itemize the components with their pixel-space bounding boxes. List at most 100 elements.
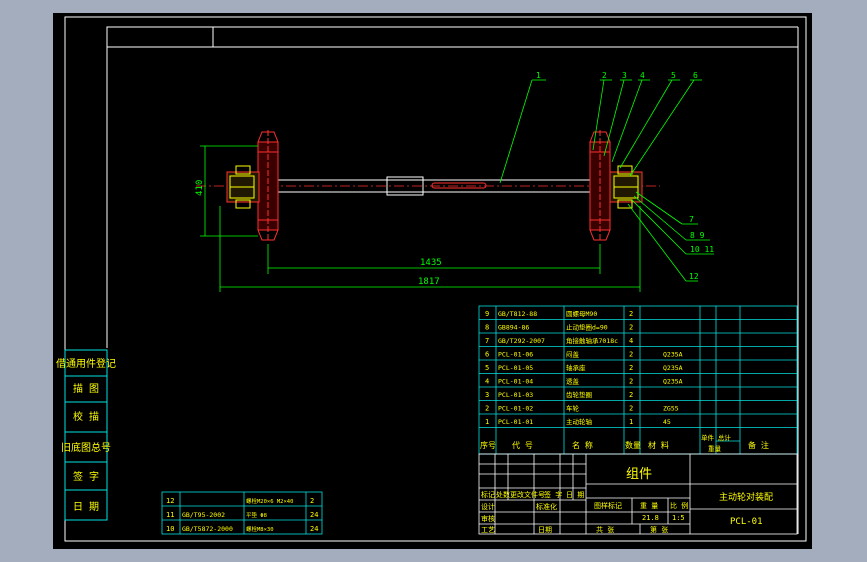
- shaft-keyway: [431, 182, 487, 189]
- part-qty: 2: [629, 310, 633, 318]
- tb-stage: 图样标记: [594, 501, 622, 510]
- part-code: PCL-01-01: [498, 418, 533, 426]
- balloon-10-11: 10 11: [690, 245, 714, 254]
- title-block-grid: [478, 453, 798, 535]
- part-material: ZG55: [663, 405, 679, 413]
- fastener-list-rows: 12 螺栓M20×6 M2×40 2 11 GB/T95-2002 平垫 Φ8 24 10 GB…: [166, 497, 318, 533]
- fastener-code: GB/T5872-2000: [182, 525, 233, 533]
- tb-check: 审核: [481, 514, 495, 523]
- tb-process: 工艺: [481, 526, 495, 534]
- part-no: 4: [485, 378, 489, 386]
- balloon-12: 12: [689, 272, 699, 281]
- tb-approve: 日期: [538, 526, 552, 534]
- part-qty: 2: [629, 405, 633, 413]
- part-code: PCL-01-03: [498, 391, 533, 399]
- tb-weight-value: 21.8: [642, 514, 659, 522]
- fastener-no: 10: [166, 525, 174, 533]
- balloon-7: 7: [689, 215, 694, 224]
- fastener-name: 螺栓M8×30: [246, 525, 274, 533]
- part-code: PCL-01-05: [498, 364, 533, 372]
- part-code: GB/T292-2007: [498, 337, 545, 345]
- fastener-qty: 24: [310, 511, 318, 519]
- part-no: 1: [485, 418, 489, 426]
- side-label-4: 签 字: [73, 470, 99, 483]
- part-no: 8: [485, 324, 489, 332]
- part-no: 7: [485, 337, 489, 345]
- part-name: 车轮: [566, 404, 580, 413]
- title-block-text: 标记 处数 更改文件号 签 字 日 期 设计 标准化 审核 工艺 日期 图样标记…: [481, 467, 773, 534]
- part-code: PCL-01-06: [498, 351, 533, 359]
- part-name: 透盖: [566, 377, 580, 386]
- part-qty: 2: [629, 378, 633, 386]
- fastener-no: 11: [166, 511, 174, 519]
- right-bearing-housing: [609, 165, 643, 209]
- fastener-no: 12: [166, 497, 174, 505]
- tb-sign: 签 字: [544, 490, 562, 499]
- side-label-column: [64, 349, 108, 521]
- tb-design: 设计: [481, 502, 495, 511]
- part-code: GB/T812-88: [498, 310, 537, 318]
- balloon-4: 4: [640, 71, 645, 80]
- balloon-2: 2: [602, 71, 607, 80]
- tb-std: 标准化: [536, 502, 557, 511]
- part-name: 主动轮轴: [566, 417, 593, 426]
- fastener-name: 螺栓M20×6 M2×40: [246, 497, 293, 505]
- drawing-border: [64, 16, 807, 542]
- part-code: GB894-86: [498, 324, 529, 332]
- part-qty: 4: [629, 337, 633, 345]
- side-label-5: 日 期: [73, 501, 99, 513]
- part-name: 齿轮垫圈: [566, 390, 592, 399]
- left-wheel: [257, 130, 279, 242]
- part-no: 9: [485, 310, 489, 318]
- balloon-labels: 1 2 3 4 5 6 7 8 9 10 11 12: [536, 71, 714, 281]
- balloon-8-9: 8 9: [690, 231, 705, 240]
- tb-group: 组件: [626, 467, 652, 482]
- fastener-qty: 2: [310, 497, 314, 505]
- tb-date: 日 期: [566, 491, 584, 499]
- header-qty: 数量: [625, 440, 641, 450]
- tb-weight: 重 量: [640, 502, 658, 510]
- dimension-texts: 410 1435 1817: [195, 180, 442, 287]
- part-qty: 2: [629, 391, 633, 399]
- balloon-1: 1: [536, 71, 541, 80]
- tb-scale: 比 例: [670, 501, 688, 510]
- part-name: 轴承座: [566, 363, 586, 372]
- header-weight: 重量: [708, 445, 722, 453]
- shaft-assembly: [196, 130, 660, 242]
- tb-mark: 标记: [481, 490, 495, 499]
- side-label-3: 旧底图总号: [61, 441, 111, 454]
- tb-sheet2: 第 张: [650, 525, 668, 534]
- tb-sheet: 共 张: [596, 525, 614, 534]
- header-name: 名 称: [572, 440, 593, 450]
- part-no: 6: [485, 351, 489, 359]
- part-material: Q235A: [663, 351, 683, 359]
- leader-lines: [499, 79, 714, 282]
- dim-1817: 1817: [418, 277, 440, 287]
- side-label-0: 借通用件登记: [56, 357, 116, 370]
- part-no: 3: [485, 391, 489, 399]
- header-code: 代 号: [512, 440, 533, 450]
- side-label-2: 校 描: [73, 410, 99, 423]
- tb-count: 处数: [496, 490, 510, 499]
- left-bearing-housing: [226, 165, 260, 209]
- shaft-collar: [386, 176, 424, 196]
- part-no: 2: [485, 405, 489, 413]
- tb-change-doc: 更改文件号: [510, 490, 545, 499]
- part-code: PCL-01-04: [498, 378, 533, 386]
- dim-410: 410: [195, 180, 205, 196]
- fastener-name: 平垫 Φ8: [246, 511, 267, 519]
- fastener-qty: 24: [310, 525, 318, 533]
- part-code: PCL-01-02: [498, 405, 533, 413]
- fastener-code: GB/T95-2002: [182, 511, 225, 519]
- tb-drawing-name: 主动轮对装配: [719, 491, 773, 503]
- part-qty: 1: [629, 418, 633, 426]
- part-name: 止动垫圈d=90: [566, 323, 608, 332]
- part-name: 闷盖: [566, 350, 580, 359]
- part-name: 角接触轴承7018c: [566, 336, 618, 345]
- balloon-6: 6: [693, 71, 698, 80]
- header-material: 材 料: [648, 440, 669, 450]
- header-unit-total: 单件 总计: [701, 433, 731, 442]
- part-material: Q235A: [663, 364, 683, 372]
- fastener-list-grid: [161, 491, 323, 535]
